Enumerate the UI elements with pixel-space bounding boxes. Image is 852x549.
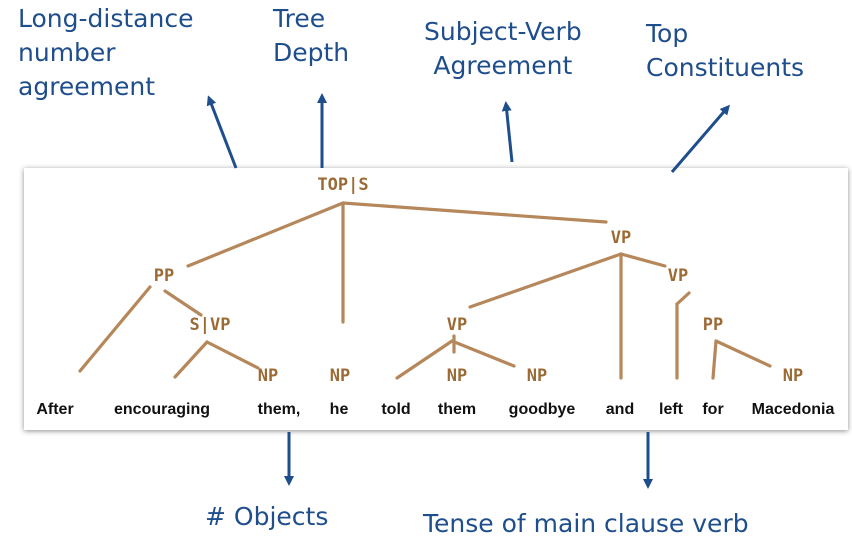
label-objects: # Objects — [205, 502, 329, 531]
branch-vp-to-vptold — [468, 252, 623, 309]
branch-pp-to-after — [78, 285, 152, 373]
node-pp-for: PP — [702, 315, 724, 335]
word-told: told — [381, 401, 411, 418]
branch-top-to-vp — [341, 201, 608, 224]
word-macedonia: Macedonia — [751, 401, 835, 418]
arrow-top-constituents — [670, 104, 730, 173]
label-tree-depth: Tree Depth — [273, 4, 350, 67]
parse-tree-panel — [24, 168, 848, 430]
branch-vptold-to-np2 — [450, 339, 516, 368]
node-vp-right: VP — [667, 266, 689, 286]
label-long-distance-agreement: Long-distance number agreement — [18, 4, 194, 101]
branch-ppfor-to-np — [714, 339, 772, 368]
branch-vp-to-vpright — [619, 252, 667, 268]
node-vp-main: VP — [610, 228, 632, 248]
node-pp-left: PP — [153, 266, 175, 286]
word-left: left — [659, 401, 683, 418]
branch-top-to-pp — [186, 201, 345, 268]
node-np-he: NP — [329, 366, 351, 386]
branch-vptold-to-told — [395, 339, 454, 380]
label-subject-verb-agreement: Subject-Verb Agreement — [424, 17, 582, 80]
branch-pp-to-svp — [163, 289, 203, 317]
branch-ppfor-to-for — [711, 339, 718, 380]
word-them-comma: them, — [257, 401, 301, 418]
node-np-goodbye: NP — [526, 366, 548, 386]
node-np-macedonia: NP — [782, 366, 804, 386]
node-np-them: NP — [257, 366, 279, 386]
arrow-subject-verb — [501, 101, 514, 163]
arrow-long-distance — [206, 95, 238, 169]
node-s-vp: S|VP — [189, 315, 231, 335]
branch-svp-to-encouraging — [173, 340, 209, 379]
word-goodbye: goodbye — [508, 401, 576, 418]
annotation-arrows — [206, 93, 730, 489]
node-vp-told: VP — [446, 315, 468, 335]
node-np-them2: NP — [446, 366, 468, 386]
word-he: he — [329, 401, 349, 418]
tree-branches — [78, 201, 772, 380]
word-and: and — [605, 401, 635, 418]
word-them: them — [437, 401, 477, 418]
word-after: After — [36, 401, 74, 418]
word-encouraging: encouraging — [113, 401, 211, 418]
branch-svp-to-np — [205, 340, 260, 370]
label-tense-main-verb: Tense of main clause verb — [423, 509, 749, 538]
label-top-constituents: Top Constituents — [646, 19, 805, 82]
branch-vpright-to-left — [675, 291, 691, 306]
word-for: for — [702, 401, 724, 418]
node-top-s: TOP|S — [317, 175, 369, 195]
